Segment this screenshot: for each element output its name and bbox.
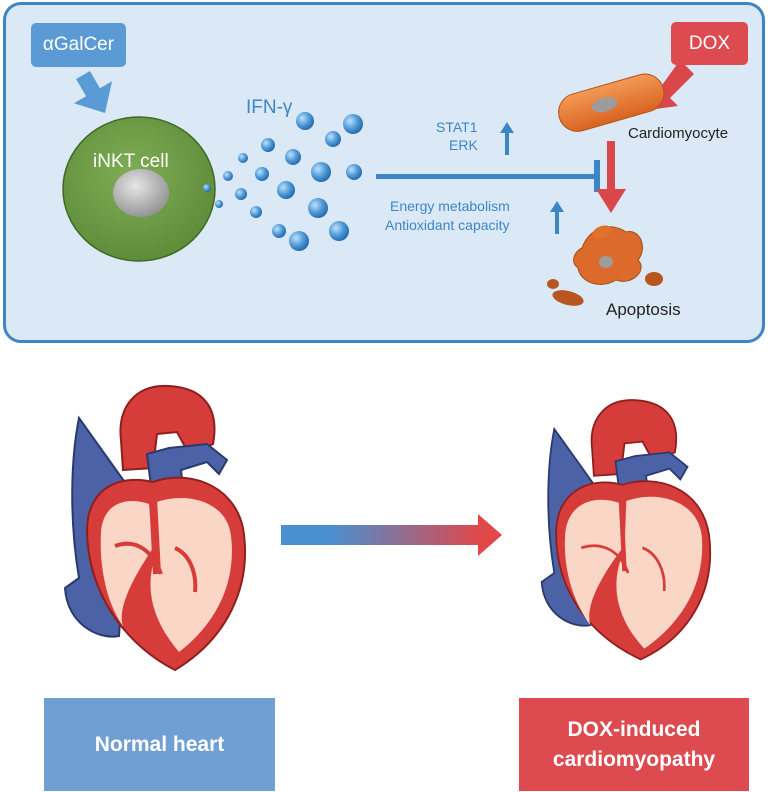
diseased-heart-icon [540,399,712,661]
energy-up-arrow [550,201,564,234]
normal-heart-box: Normal heart [44,698,275,791]
dox-cardiomyopathy-box: DOX-induced cardiomyopathy [519,698,749,791]
ifn-gamma-label: IFN-γ [246,97,293,118]
antioxidant-capacity-label: Antioxidant capacity [385,217,510,233]
dox-label: DOX [688,32,731,54]
dox-box: DOX [671,22,748,65]
inkt-nucleus [113,169,169,217]
stat1-erk-up-arrow [500,122,514,155]
energy-metabolism-label: Energy metabolism [390,198,510,214]
transition-arrow [281,514,502,556]
inhibition-line [376,160,600,192]
cardiomyocyte-label: Cardiomyocyte [628,125,729,142]
apoptosis-arrow [596,141,626,213]
cardiomyocyte [558,73,665,132]
agalcer-label: αGalCer [42,34,115,55]
agalcer-box: αGalCer [31,23,126,67]
inkt-label: iNKT cell [93,151,169,172]
apoptotic-cell [547,225,663,306]
dox-cardiomyopathy-line2: cardiomyopathy [552,747,716,771]
normal-heart-label: Normal heart [94,732,225,756]
erk-label: ERK [449,137,478,153]
ifn-gamma-dots [203,112,363,251]
inkt-cell [62,116,216,262]
stat1-label: STAT1 [436,119,478,135]
apoptosis-label: Apoptosis [606,300,681,319]
normal-heart-icon [63,384,247,672]
dox-cardiomyopathy-line1: DOX-induced [567,717,701,741]
agalcer-arrow [73,70,113,114]
